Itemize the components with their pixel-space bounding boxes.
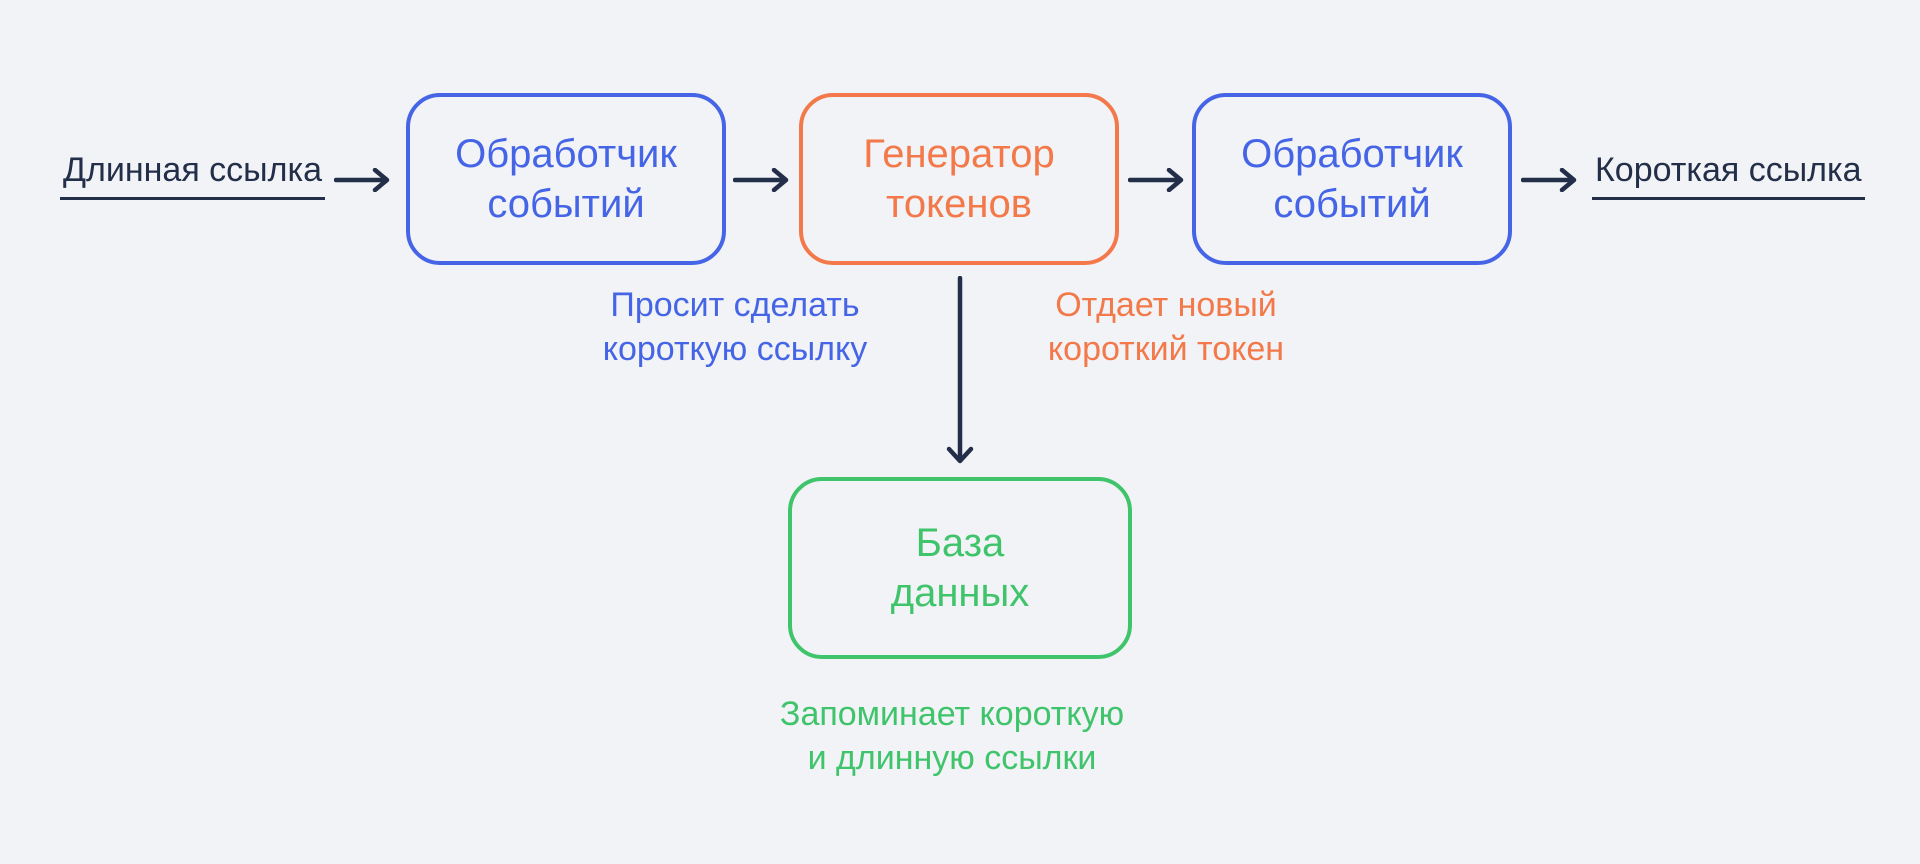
- input-endpoint-label: Длинная ссылка: [60, 150, 325, 200]
- arrow-right-icon: [1521, 168, 1577, 192]
- node-title-line: токенов: [886, 182, 1032, 226]
- node-event-handler-response: Обработчик событий: [1192, 93, 1512, 265]
- node-title-line: Генератор: [863, 132, 1055, 176]
- annotation-line: и длинную ссылки: [807, 739, 1097, 777]
- node-event-handler-request: Обработчик событий: [406, 93, 726, 265]
- annotation-request: Просит сделать короткую ссылку: [535, 283, 935, 371]
- output-endpoint-label: Короткая ссылка: [1592, 150, 1865, 200]
- annotation-line: короткую ссылку: [602, 330, 868, 368]
- arrow-right-icon: [1128, 168, 1184, 192]
- annotation-store: Запоминает короткую и длинную ссылки: [702, 692, 1202, 780]
- annotation-line: короткий токен: [1047, 330, 1285, 368]
- annotation-line: Просит сделать: [610, 286, 860, 324]
- arrow-right-icon: [733, 168, 789, 192]
- node-title-line: Обработчик: [1241, 132, 1463, 176]
- node-title-line: Обработчик: [455, 132, 677, 176]
- node-title-line: событий: [1273, 182, 1431, 226]
- node-title-line: данных: [890, 571, 1030, 615]
- arrow-right-icon: [334, 168, 390, 192]
- node-title-line: событий: [487, 182, 645, 226]
- annotation-token: Отдает новый короткий токен: [966, 283, 1366, 371]
- node-database: База данных: [788, 477, 1132, 659]
- arrow-down-icon: [946, 276, 974, 464]
- annotation-line: Отдает новый: [1055, 286, 1277, 324]
- annotation-line: Запоминает короткую: [779, 695, 1125, 733]
- node-title-line: База: [915, 521, 1005, 565]
- node-token-generator: Генератор токенов: [799, 93, 1119, 265]
